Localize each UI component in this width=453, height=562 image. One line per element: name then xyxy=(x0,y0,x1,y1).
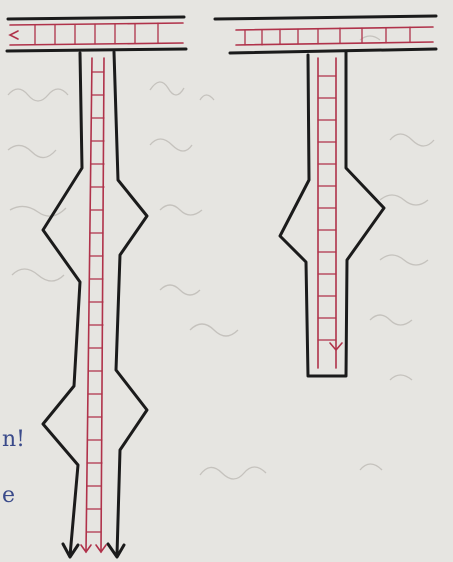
short-t-shape xyxy=(215,16,436,376)
short-t-top-bar xyxy=(215,16,436,53)
long-t-stem-rungs xyxy=(87,72,104,532)
long-t-shape xyxy=(7,17,186,557)
short-t-stem-rungs xyxy=(318,76,336,340)
long-t-top-rungs xyxy=(35,23,158,44)
long-t-top-bar xyxy=(7,17,186,51)
short-t-stem-outline xyxy=(280,52,384,376)
long-t-stem-outline xyxy=(43,52,147,556)
bleed-through-texture xyxy=(8,36,434,479)
edge-mark-1: n! xyxy=(2,427,25,452)
edge-mark-2: e xyxy=(2,483,15,508)
